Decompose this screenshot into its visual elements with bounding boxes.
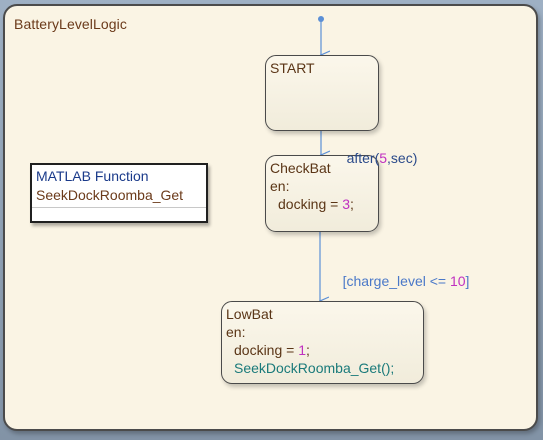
label-after-5-sec[interactable]: after(5,sec) [331,134,418,182]
function-call: SeekDockRoomba_Get(); [234,360,395,376]
chart-title: BatteryLevelLogic [14,16,127,32]
action-end: ; [350,196,354,212]
state-checkbat[interactable]: CheckBat en: docking = 3; [265,155,379,232]
action-variable: docking = [234,342,299,358]
entry-action: docking = 3; [270,195,374,213]
label-suffix: ,sec) [387,150,418,166]
entry-action-label: en: [270,178,290,194]
action-end: ; [306,342,310,358]
label-prefix: [charge_level <= [342,273,450,289]
matlab-function-header: MATLAB Function SeekDockRoomba_Get [32,165,206,205]
action-variable: docking = [278,196,343,212]
action-value: 1 [298,342,307,358]
label-value: 10 [449,273,466,289]
state-start[interactable]: START [265,55,379,131]
entry-action: docking = 1; [226,341,419,359]
label-charge-condition[interactable]: [charge_level <= 10] [327,257,470,305]
state-name: START [270,60,315,76]
state-name: LowBat [226,306,273,322]
entry-action-label: en: [226,324,246,340]
label-suffix: ] [465,273,470,289]
matlab-function-kind: MATLAB Function [36,168,149,184]
state-name: CheckBat [270,160,331,176]
action-value: 3 [342,196,351,212]
state-lowbat[interactable]: LowBat en: docking = 1; SeekDockRoomba_G… [221,301,424,384]
matlab-function-block[interactable]: MATLAB Function SeekDockRoomba_Get [30,163,208,223]
matlab-function-name: SeekDockRoomba_Get [36,187,184,203]
label-prefix: after( [346,150,380,166]
label-value: 5 [379,150,388,166]
matlab-function-body [32,207,206,224]
